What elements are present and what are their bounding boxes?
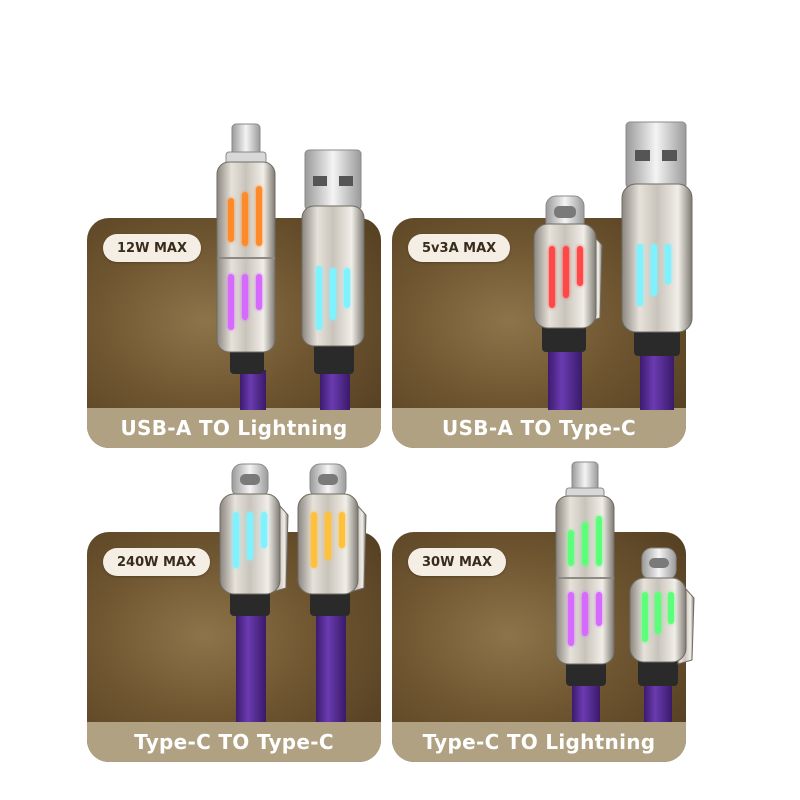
- card-title: Type-C TO Lightning: [422, 730, 656, 754]
- power-badge: 12W MAX: [103, 234, 201, 262]
- power-badge: 5v3A MAX: [408, 234, 511, 262]
- card-label-bar: USB-A TO Lightning: [87, 408, 381, 448]
- type-c-plug-icon: [309, 463, 347, 499]
- product-card-type-c-lightning: 30W MAX Type-C TO Lightning: [392, 532, 686, 762]
- usb-a-plug-icon: [304, 149, 362, 211]
- type-c-plug-icon: [231, 463, 269, 499]
- product-card-usb-a-type-c: 5v3A MAX USB-A TO Type-C: [392, 218, 686, 448]
- lightning-plug-icon: [225, 123, 267, 167]
- product-card-type-c-type-c: 240W MAX Type-C TO Type-C: [87, 532, 381, 762]
- card-title: Type-C TO Type-C: [134, 730, 334, 754]
- power-badge: 240W MAX: [103, 548, 211, 576]
- card-label-bar: Type-C TO Lightning: [392, 722, 686, 762]
- power-badge: 30W MAX: [408, 548, 506, 576]
- card-label-bar: USB-A TO Type-C: [392, 408, 686, 448]
- usb-a-plug-icon: [625, 121, 687, 189]
- card-title: USB-A TO Type-C: [442, 416, 636, 440]
- card-label-bar: Type-C TO Type-C: [87, 722, 381, 762]
- lightning-plug-icon: [565, 461, 605, 501]
- product-card-usb-a-lightning: 12W MAX USB-A TO Lightning: [87, 218, 381, 448]
- card-title: USB-A TO Lightning: [120, 416, 348, 440]
